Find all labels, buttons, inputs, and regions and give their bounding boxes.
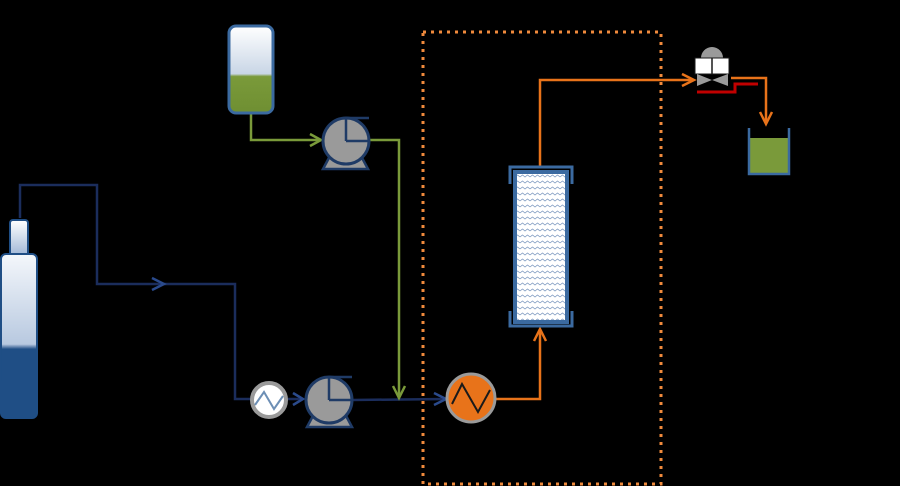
- preheater-icon: [445, 372, 497, 424]
- feed-pump-icon: [320, 116, 371, 171]
- valve-icon: [694, 47, 730, 86]
- valve-red-line: [697, 82, 758, 94]
- feed-line: [249, 113, 407, 401]
- beaker-icon: [747, 128, 791, 176]
- gas-cylinder-icon: [0, 219, 38, 419]
- oven-enclosure: [421, 30, 663, 486]
- heat-exchanger-icon: [250, 381, 288, 419]
- heated-line: [496, 72, 774, 401]
- co2-pump-icon: [304, 375, 355, 429]
- column-icon: [508, 165, 574, 328]
- co2-arrowheads: [151, 276, 449, 407]
- co2-line: [18, 183, 446, 402]
- reservoir-icon: [227, 24, 275, 115]
